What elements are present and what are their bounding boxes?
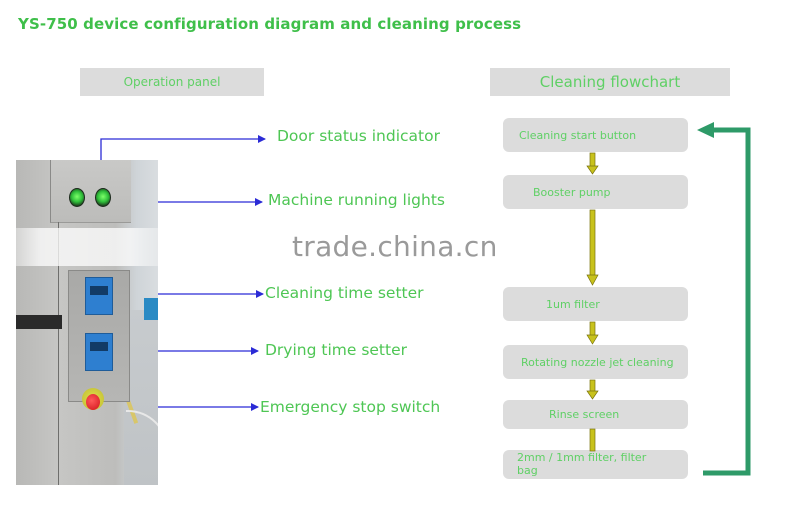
flow-step-label: 2mm / 1mm filter, filter bag (517, 451, 647, 477)
photo-background-object (144, 298, 158, 320)
callout-door-status-indicator: Door status indicator (277, 127, 440, 145)
drying-timer-icon (85, 333, 113, 371)
indicator-panel (50, 160, 131, 223)
flow-step-cleaning-start-button: Cleaning start button (503, 118, 688, 152)
operation-panel-header: Operation panel (80, 68, 264, 96)
flow-step-label: 1um filter (546, 297, 600, 311)
flow-step-label: Booster pump (533, 185, 611, 199)
door-seam (58, 222, 59, 485)
flow-arrow-1 (586, 152, 599, 175)
door-handle (16, 315, 62, 329)
flow-step-label: Rinse screen (549, 408, 620, 421)
flow-step-rotating-nozzle: Rotating nozzle jet cleaning (503, 345, 688, 379)
loop-back-arrow (697, 122, 751, 476)
flow-step-label: Rotating nozzle jet cleaning (521, 355, 674, 369)
callout-cleaning-time-setter: Cleaning time setter (265, 284, 424, 302)
callout-drying-time-setter: Drying time setter (265, 341, 407, 359)
callout-emergency-stop-switch: Emergency stop switch (260, 398, 441, 416)
running-lamp-icon (95, 188, 111, 207)
flow-arrow-3 (586, 321, 599, 345)
watermark: trade.china.cn (292, 230, 498, 263)
flow-step-mesh-filter: 2mm / 1mm filter, filter bag (503, 450, 688, 479)
machine-photo (16, 160, 158, 485)
page-title: YS-750 device configuration diagram and … (18, 15, 522, 33)
flow-step-1um-filter: 1um filter (503, 287, 688, 321)
flow-step-booster-pump: Booster pump (503, 175, 688, 209)
flow-arrow-5 (589, 428, 596, 452)
door-status-lamp-icon (69, 188, 85, 207)
flow-step-rinse-screen: Rinse screen (503, 400, 688, 429)
watermark-band (10, 228, 160, 266)
flow-arrows (586, 152, 599, 452)
emergency-stop-icon (86, 394, 100, 410)
flow-arrow-2 (586, 209, 599, 286)
callout-arrows (100, 135, 266, 411)
callout-arrow-door-status (100, 135, 266, 160)
control-panel (68, 270, 130, 402)
cleaning-timer-icon (85, 277, 113, 315)
callout-machine-running-lights: Machine running lights (268, 191, 445, 209)
flow-step-label: Cleaning start button (519, 128, 637, 142)
flow-arrow-4 (586, 379, 599, 400)
cleaning-flowchart-header: Cleaning flowchart (490, 68, 730, 96)
